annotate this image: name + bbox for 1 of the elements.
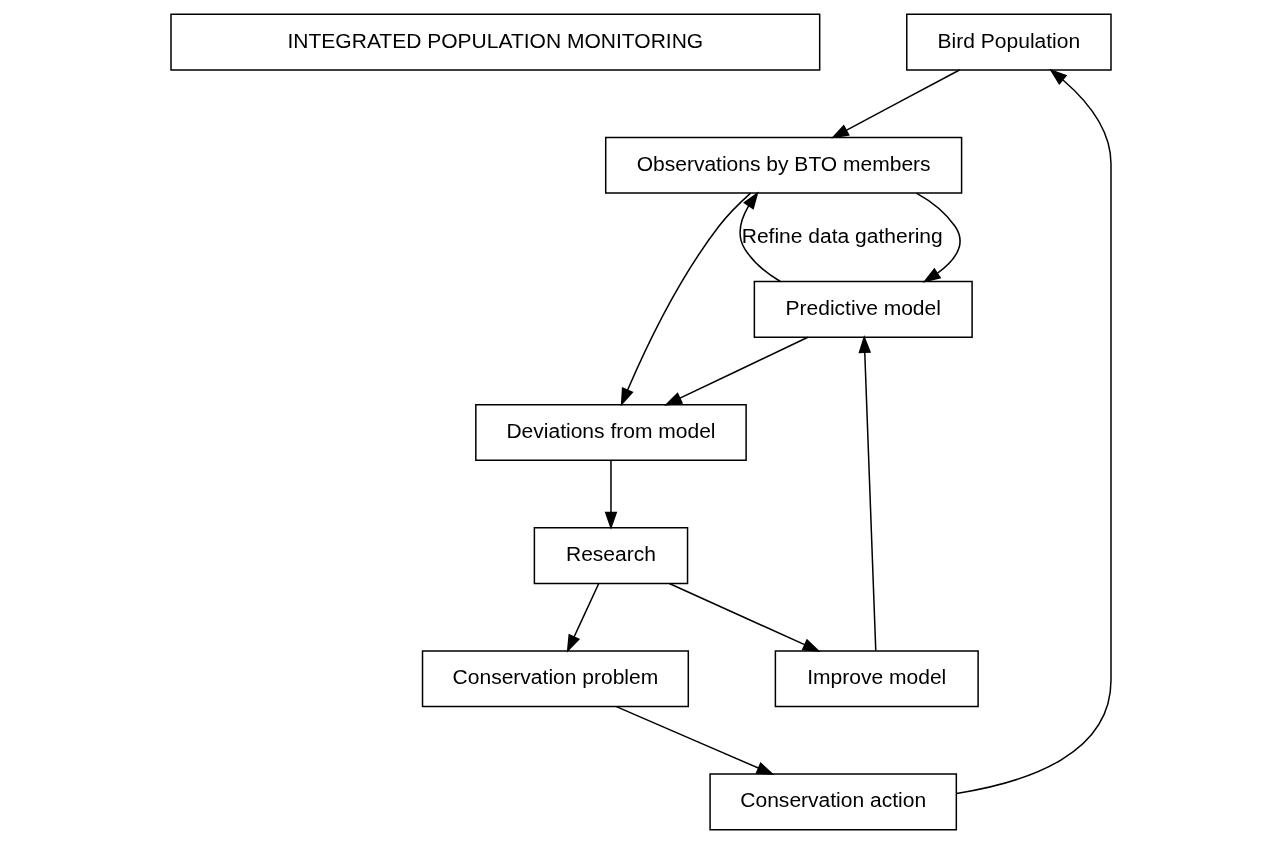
edge-label: Refine data gathering	[741, 223, 943, 247]
